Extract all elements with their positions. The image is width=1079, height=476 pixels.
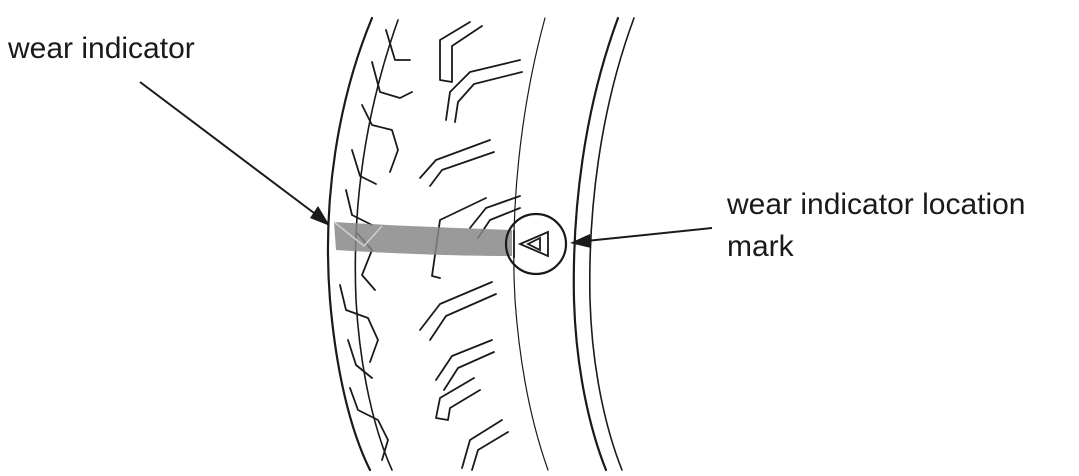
tread-groove: [461, 419, 509, 471]
tread-groove: [435, 339, 495, 391]
triangle-mark-icon: [513, 230, 549, 258]
tread-block: [351, 104, 399, 185]
location-mark-label-line2: mark: [727, 230, 794, 263]
tread-block: [371, 29, 413, 99]
sidewall-inner-line: [513, 17, 549, 471]
tread-groove: [419, 139, 495, 187]
location-mark-label-line1: wear indicator location: [727, 188, 1026, 221]
tread-groove: [435, 377, 481, 421]
tread-groove: [419, 281, 497, 341]
leader-arrow-wear-indicator: [139, 81, 330, 226]
wear-indicator-band-edge: [333, 221, 383, 248]
tread-block: [339, 284, 379, 379]
leader-arrow-location-mark: [570, 227, 713, 248]
tread-block: [349, 387, 389, 461]
wear-indicator-label: wear indicator: [8, 32, 195, 65]
tread-groove: [439, 21, 483, 83]
tread-groove: [445, 59, 523, 123]
sidewall-outer-line-1: [572, 16, 620, 472]
sidewall-outer-line-2: [588, 17, 635, 471]
tire-outer-edge: [326, 16, 374, 472]
tread-shoulder-line: [354, 19, 399, 471]
location-mark-circle: [504, 212, 568, 276]
